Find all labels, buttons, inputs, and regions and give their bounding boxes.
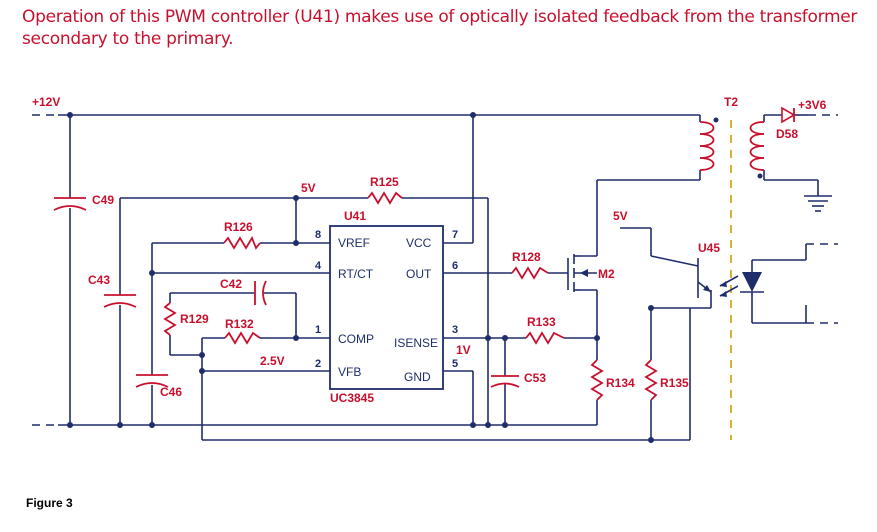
pin-3-number: 3 [452,324,458,336]
c49-label: C49 [92,193,114,207]
pin-vref-label: VREF [338,236,370,250]
pin-5-number: 5 [452,358,458,370]
c53-label: C53 [524,371,546,385]
resistor-r135 [644,359,658,401]
r133-label: R133 [527,315,556,329]
pin-isense-label: ISENSE [394,336,438,350]
pin-vfb-label: VFB [338,365,361,379]
c43-label: C43 [88,273,110,287]
capacitor-c43 [103,294,137,308]
pin-rtct-label: RT/CT [338,267,374,281]
pin-out-label: OUT [406,267,432,281]
pin-8-number: 8 [315,229,321,241]
chip-u41-body [329,225,444,390]
transformer-t2 [699,117,765,179]
m2-label: M2 [598,267,615,281]
pin-1-number: 1 [315,324,321,336]
r128-label: R128 [512,250,541,264]
ground-symbol [804,195,832,212]
resistor-r132 [224,331,261,345]
resistor-r128 [511,266,549,280]
resistor-r133 [525,331,565,345]
capacitor-c46 [135,374,169,388]
r135-label: R135 [660,376,689,390]
node-5v-right-label: 5V [613,209,628,223]
u41-part-label: UC3845 [330,391,374,405]
capacitor-c49 [53,197,87,211]
node-5v-label: 5V [301,181,316,195]
pin-2-number: 2 [315,358,321,370]
c42-label: C42 [220,277,242,291]
r125-label: R125 [370,175,399,189]
t2-label: T2 [724,95,738,109]
r126-label: R126 [224,220,253,234]
diode-d58 [781,106,796,124]
pin-7-number: 7 [452,229,458,241]
pin-comp-label: COMP [338,332,374,346]
capacitor-c53 [490,375,520,388]
u45-label: U45 [698,241,720,255]
node-2v5-label: 2.5V [260,354,285,368]
node-1v-label: 1V [456,343,471,357]
pin-4-number: 4 [315,260,322,272]
r134-label: R134 [606,376,635,390]
figure-label: Figure 3 [26,496,73,510]
rail-3v6-label: +3V6 [798,98,827,112]
r129-label: R129 [180,312,209,326]
rail-12v-label: +12V [32,95,60,109]
pin-vcc-label: VCC [406,236,432,250]
c46-label: C46 [160,385,182,399]
resistor-r126 [223,235,261,250]
resistor-r134 [590,359,604,401]
mosfet-m2 [567,254,597,292]
junction-dots [67,112,654,443]
pin-6-number: 6 [452,260,458,272]
capacitor-c42 [254,280,267,306]
u41-ref-label: U41 [344,209,366,223]
resistor-r125 [367,191,403,205]
resistor-r129 [163,302,177,336]
r132-label: R132 [225,317,254,331]
figure-caption: Operation of this PWM controller (U41) m… [22,7,858,49]
optocoupler-u45 [697,258,764,298]
d58-label: D58 [776,127,798,141]
wires [32,114,838,441]
pin-gnd-label: GND [404,370,431,384]
